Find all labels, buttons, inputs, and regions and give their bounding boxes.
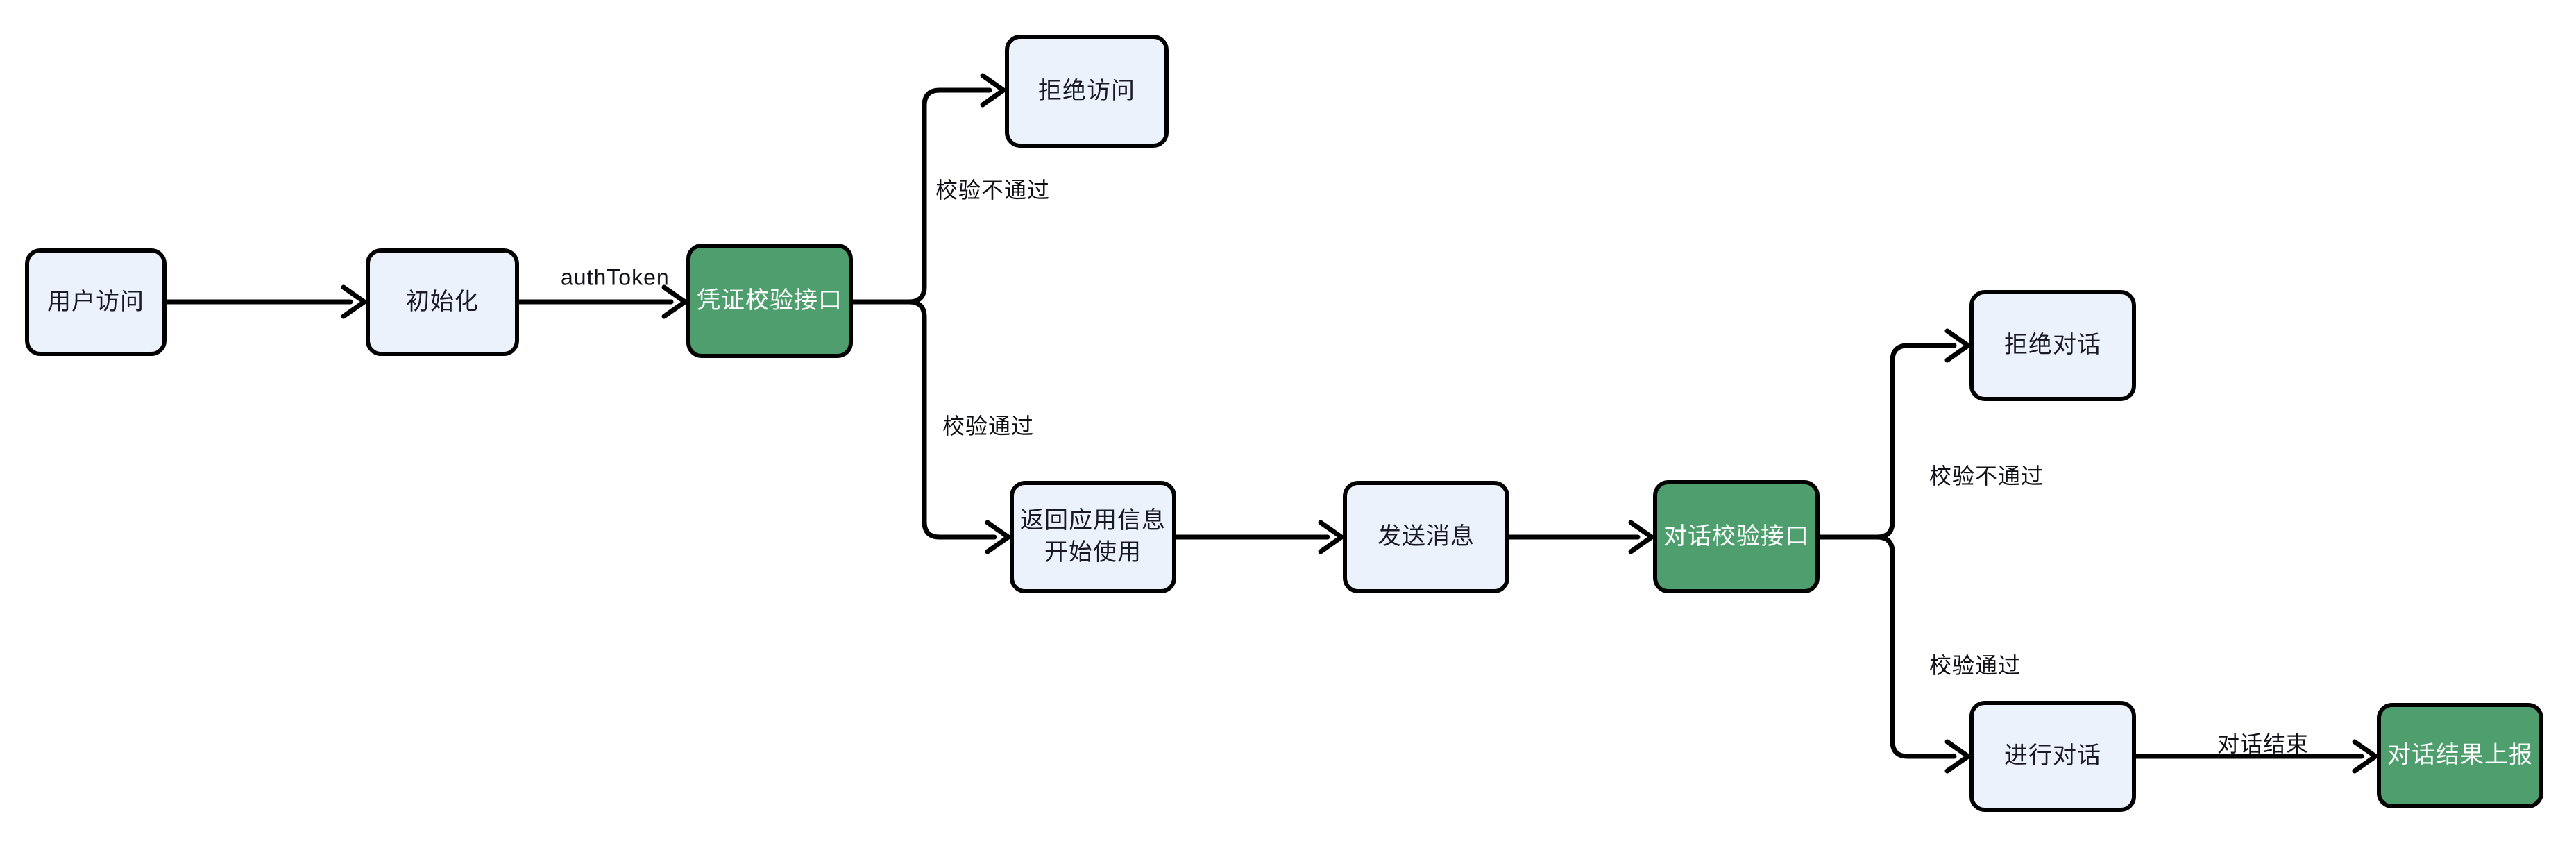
edge-credential-verify-to-return-app-info bbox=[906, 299, 1011, 554]
edge-user-access-to-init bbox=[164, 284, 367, 319]
node-user-access[interactable]: 用户访问 bbox=[25, 248, 167, 356]
edge-do-dialog-to-report-result bbox=[2133, 739, 2378, 774]
edge-send-message-to-dialog-verify bbox=[1507, 520, 1654, 554]
edge-init-to-credential-verify bbox=[516, 284, 688, 319]
node-do-dialog[interactable]: 进行对话 bbox=[1969, 701, 2136, 812]
node-credential-verify[interactable]: 凭证校验接口 bbox=[686, 244, 853, 358]
edge-label-verify-pass-2: 校验通过 bbox=[1929, 653, 2022, 678]
node-send-message[interactable]: 发送消息 bbox=[1343, 481, 1509, 593]
edge-dialog-verify-to-do-dialog bbox=[1874, 534, 1971, 774]
node-init[interactable]: 初始化 bbox=[366, 248, 519, 356]
edge-credential-verify-to-deny-access bbox=[906, 73, 1006, 305]
node-dialog-verify[interactable]: 对话校验接口 bbox=[1653, 480, 1820, 593]
edge-label-verify-pass-1: 校验通过 bbox=[942, 414, 1035, 439]
node-deny-dialog[interactable]: 拒绝对话 bbox=[1969, 290, 2136, 401]
edge-dialog-verify-to-deny-dialog bbox=[1874, 328, 1971, 540]
node-return-app-info[interactable]: 返回应用信息 开始使用 bbox=[1010, 481, 1176, 593]
edge-label-verify-fail-1: 校验不通过 bbox=[935, 178, 1051, 203]
node-deny-access[interactable]: 拒绝访问 bbox=[1005, 35, 1169, 148]
edge-label-auth-token: authToken bbox=[561, 264, 670, 290]
node-report-result[interactable]: 对话结果上报 bbox=[2377, 703, 2543, 808]
edge-label-dialog-end: 对话结束 bbox=[2217, 731, 2310, 756]
edge-label-verify-fail-2: 校验不通过 bbox=[1929, 464, 2044, 489]
edge-return-app-info-to-send-message bbox=[1173, 520, 1344, 554]
